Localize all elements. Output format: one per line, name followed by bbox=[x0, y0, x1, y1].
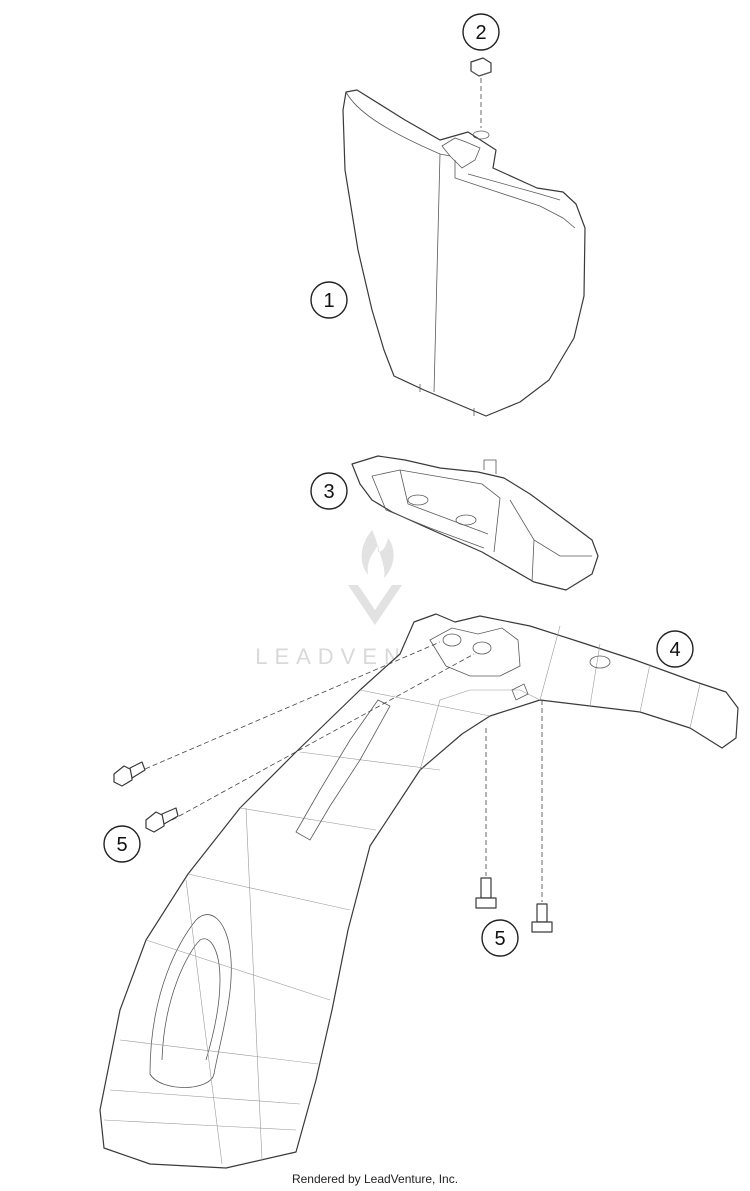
part-2-bolt bbox=[470, 57, 492, 128]
callout-1[interactable]: 1 bbox=[310, 281, 348, 319]
part-1-number-plate bbox=[342, 89, 586, 417]
screw-right-1 bbox=[475, 877, 497, 909]
screw-left-upper bbox=[113, 761, 146, 787]
callout-4-label: 4 bbox=[669, 639, 680, 661]
callout-3[interactable]: 3 bbox=[310, 472, 348, 510]
screw-right-2 bbox=[531, 903, 553, 933]
part-4-front-fender bbox=[99, 613, 739, 1169]
screw-left-lower bbox=[145, 807, 179, 833]
callout-5-right[interactable]: 5 bbox=[481, 919, 519, 957]
callout-2-label: 2 bbox=[475, 22, 486, 44]
callout-5-left-label: 5 bbox=[116, 834, 127, 856]
callout-3-label: 3 bbox=[323, 481, 334, 503]
callout-5-right-label: 5 bbox=[494, 928, 505, 950]
part-3-bracket bbox=[351, 455, 599, 591]
callout-1-label: 1 bbox=[323, 290, 334, 312]
footer-credit: Rendered by LeadVenture, Inc. bbox=[291, 1172, 459, 1186]
callout-4[interactable]: 4 bbox=[656, 630, 694, 668]
part-5-screws bbox=[113, 641, 553, 933]
callout-2[interactable]: 2 bbox=[462, 13, 500, 51]
callout-5-left[interactable]: 5 bbox=[103, 825, 141, 863]
